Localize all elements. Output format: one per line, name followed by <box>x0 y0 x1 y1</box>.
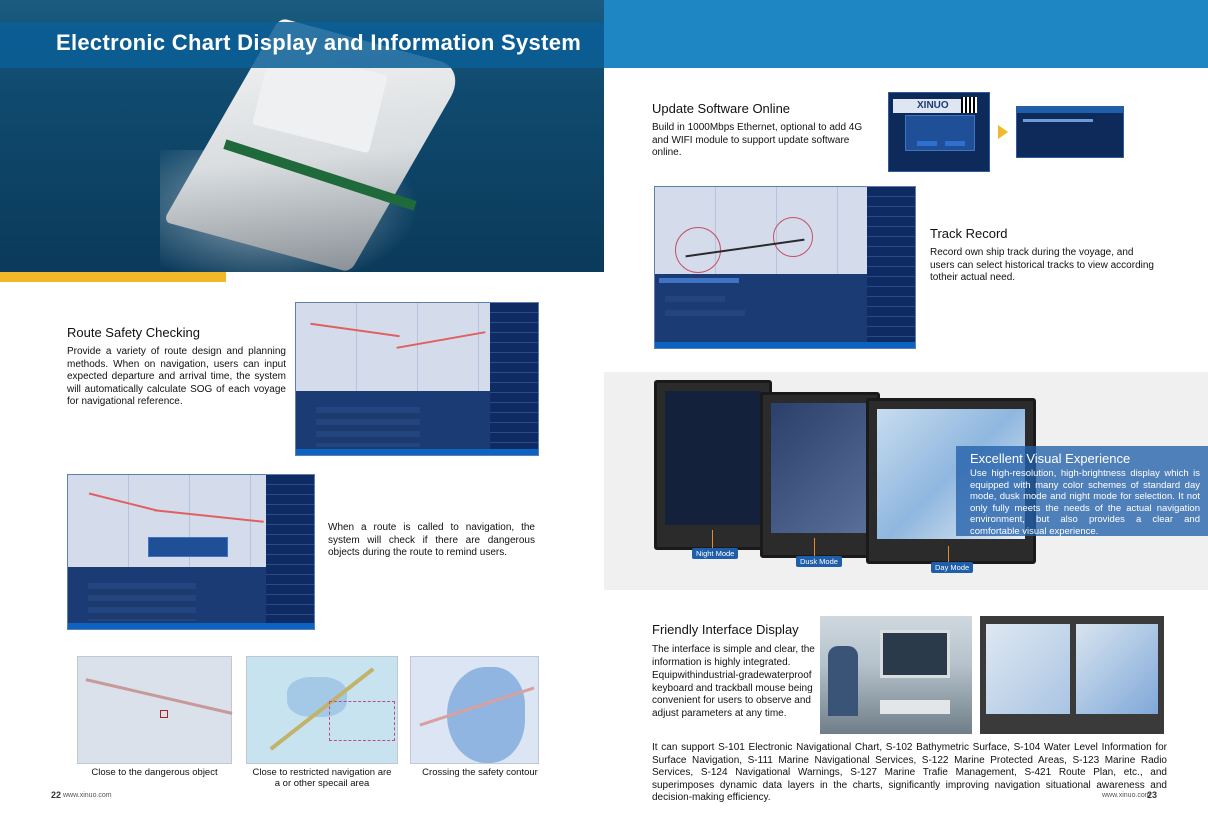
title-band <box>0 22 604 68</box>
range-ring <box>773 217 813 257</box>
arrow-right-icon <box>998 125 1008 139</box>
danger-marker <box>160 710 168 718</box>
visual-title: Excellent Visual Experience <box>970 451 1131 466</box>
track-panel <box>655 273 867 348</box>
xinuo-logo: XINUO <box>917 100 949 111</box>
route-line <box>85 678 233 715</box>
safety-contour-chart <box>410 656 539 764</box>
caption-safety-contour: Crossing the safety contour <box>422 767 538 778</box>
update-progress-screenshot <box>1016 106 1124 158</box>
dialog-titlebar <box>1017 107 1123 113</box>
dual-monitor-photo <box>980 616 1164 734</box>
menu-bar <box>296 449 538 455</box>
route-planning-screenshot <box>295 302 539 456</box>
ship-info-sidebar <box>490 303 538 455</box>
qr-code-icon <box>961 97 977 113</box>
restricted-area-chart <box>246 656 398 764</box>
update-body: Build in 1000Mbps Ethernet, optional to … <box>652 122 863 158</box>
menu-bar <box>68 623 314 629</box>
dangerous-object-alert <box>148 537 228 557</box>
start-time-field <box>665 295 725 302</box>
standards-body: It can support S-101 Electronic Navigati… <box>652 742 1167 803</box>
day-mode-monitor <box>866 398 1036 564</box>
restricted-area <box>329 701 395 741</box>
ship-info-sidebar <box>266 475 314 629</box>
update-dialog-screenshot: XINUO <box>888 92 990 172</box>
bridge-operator-photo <box>820 616 972 734</box>
night-screen <box>665 391 761 525</box>
night-mode-label: Night Mode <box>692 548 739 559</box>
friendly-body-2: Equipwithindustrial-gradewaterproof keyb… <box>652 670 813 719</box>
route-table-panel <box>68 567 266 629</box>
keyboard <box>880 700 950 714</box>
page-title: Electronic Chart Display and Information… <box>56 30 582 55</box>
file-progress-row <box>1023 119 1093 122</box>
display-duration-field <box>665 309 745 316</box>
deep-water-area <box>447 667 525 763</box>
mode-pointer <box>712 530 713 548</box>
route-nav-body: When a route is called to navigation, th… <box>328 522 535 558</box>
ecdis-console <box>880 630 950 678</box>
caption-dangerous-object: Close to the dangerous object <box>91 767 218 778</box>
track-title: Track Record <box>930 226 1008 241</box>
caption-restricted-area: Close to restricted navigation are a or … <box>252 767 392 789</box>
visual-body: Use high-resolution, high-brightness dis… <box>970 468 1200 537</box>
friendly-body-1: The interface is simple and clear, the i… <box>652 644 815 668</box>
visual-overlay <box>956 446 1208 536</box>
left-page-number: 22 <box>51 790 62 800</box>
day-mode-label: Day Mode <box>931 562 974 573</box>
chart-monitor <box>1076 624 1158 714</box>
track-panel-tabs <box>659 277 739 283</box>
route-check-screenshot <box>67 474 315 630</box>
dusk-screen <box>771 403 869 533</box>
route-table-panel <box>296 391 490 455</box>
ship-info-sidebar <box>867 187 915 348</box>
mode-pointer <box>814 538 815 556</box>
update-title: Update Software Online <box>652 101 791 116</box>
range-ring <box>675 227 721 273</box>
menu-bar <box>655 342 915 348</box>
accent-bar <box>0 272 226 282</box>
track-record-screenshot <box>654 186 916 349</box>
route-safety-body: Provide a variety of route design and pl… <box>67 346 286 407</box>
left-footer-url: www.xinuo.com <box>63 792 112 799</box>
mode-pointer <box>948 546 949 562</box>
header-band-right <box>604 0 1208 68</box>
update-logo-strip: XINUO <box>893 99 973 113</box>
upgrade-button <box>917 141 937 146</box>
chart-monitor <box>986 624 1070 714</box>
right-footer-url: www.xinuo.com <box>1102 792 1151 799</box>
friendly-title: Friendly Interface Display <box>652 622 799 637</box>
track-body: Record own ship track during the voyage,… <box>930 247 1154 283</box>
dangerous-object-chart <box>77 656 233 764</box>
right-page-number: 23 <box>1147 790 1158 800</box>
cancel-button <box>945 141 965 146</box>
route-safety-title: Route Safety Checking <box>67 325 200 340</box>
operator-figure <box>828 646 858 716</box>
night-mode-monitor <box>654 380 772 550</box>
dusk-mode-label: Dusk Mode <box>796 556 842 567</box>
dusk-mode-monitor <box>760 392 880 558</box>
